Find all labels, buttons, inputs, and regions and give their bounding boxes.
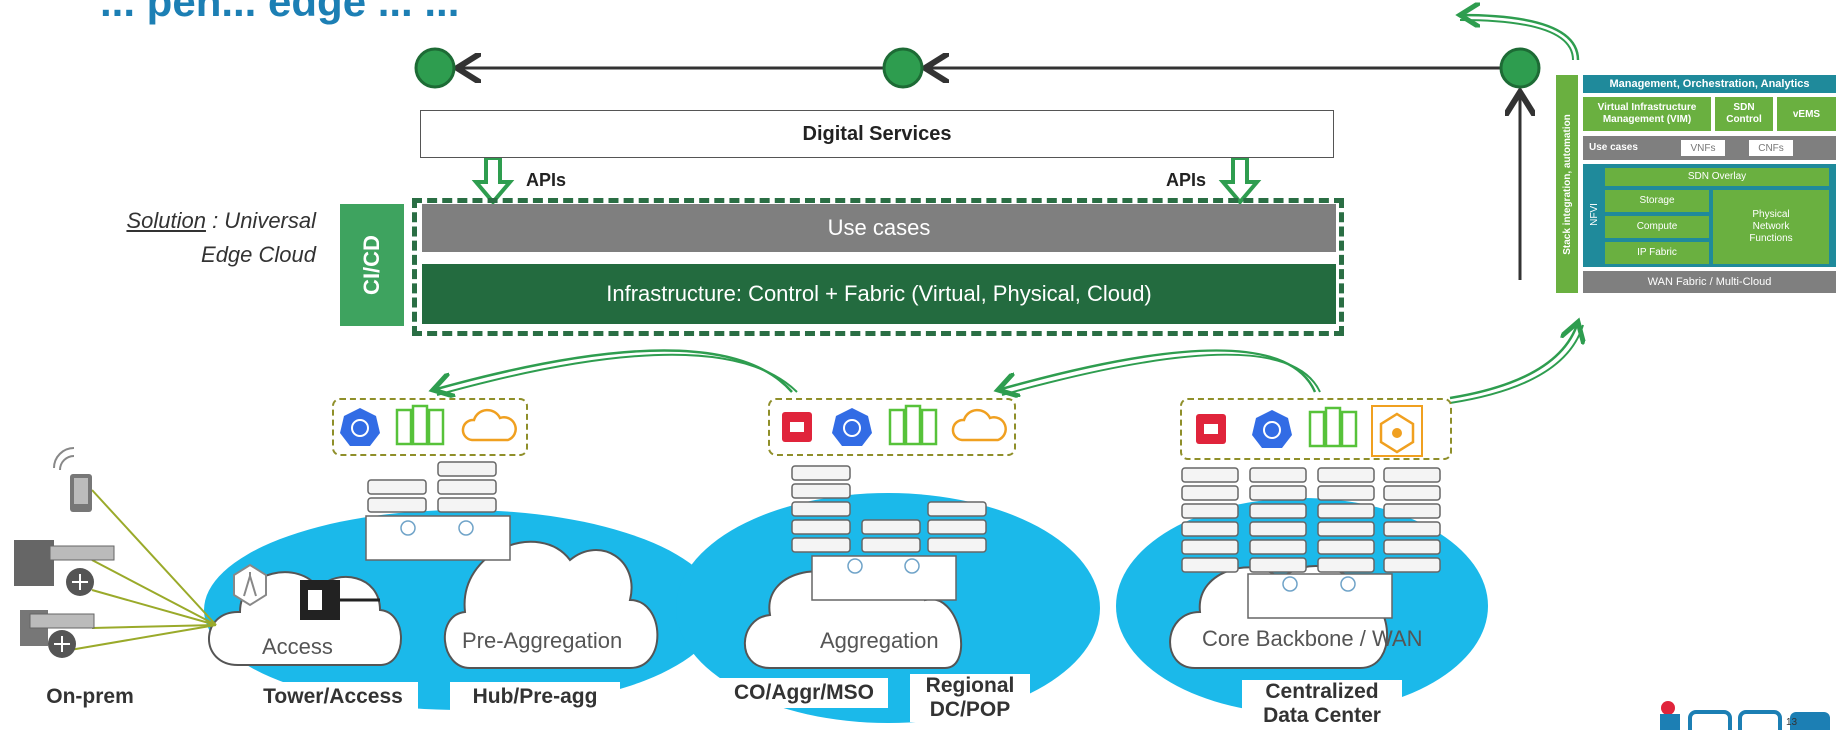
building-icon (20, 610, 95, 658)
building-icon (14, 540, 115, 596)
kubernetes-icon (340, 408, 380, 446)
sdn-overlay-box: SDN Overlay (1605, 168, 1829, 186)
use-cases-bar: Use cases (422, 204, 1336, 252)
corner-logo-icon (1660, 701, 1830, 730)
flow-node-right (1499, 47, 1541, 89)
switch-icon (791, 465, 987, 601)
flow-node-left (414, 47, 456, 89)
regional-label-line2: DC/POP (929, 698, 1011, 721)
cicd-bar: CI/CD (340, 204, 404, 326)
solution-line2: Edge Cloud (201, 242, 316, 267)
regional-label-line1: Regional (925, 674, 1015, 697)
mgmt-bar: Management, Orchestration, Analytics (1583, 75, 1836, 93)
storage-box: Storage (1605, 190, 1709, 212)
router-icon (400, 520, 474, 536)
centralized-label-line1: Centralized (1265, 680, 1379, 703)
stack-integration-label: Stack integration, automation (1561, 113, 1573, 255)
pnf-line2: Network (1752, 221, 1790, 232)
sdn-line1: SDN (1733, 102, 1755, 113)
centralized-label: Centralized Data Center (1242, 680, 1402, 728)
page-title: ... pen... edge ... ... (100, 0, 460, 25)
page-number: 13 (1786, 717, 1798, 728)
switch-icon (365, 461, 511, 561)
co-label: CO/Aggr/MSO (720, 678, 888, 708)
pre-aggregation-cloud (443, 540, 659, 669)
vems-box: vEMS (1777, 97, 1836, 131)
pre-aggregation-label: Pre-Aggregation (462, 628, 623, 653)
pnf-line1: Physical (1752, 209, 1790, 220)
nfv-stack-panel: Stack integration, automation Management… (1556, 75, 1836, 293)
phone-icon (53, 447, 92, 512)
router-icon (847, 558, 920, 574)
panel-use-cases-bar: Use cases VNFs CNFs (1583, 136, 1836, 160)
kubernetes-icon (832, 408, 872, 446)
switch-icon (1181, 467, 1441, 619)
tier-icons-aggregation (768, 398, 1016, 456)
kubernetes-icon (1252, 410, 1292, 448)
on-prem-label: On-prem (46, 685, 134, 708)
server-icon (1308, 406, 1358, 448)
pnf-line3: Functions (1749, 233, 1793, 244)
stack-integration-bar: Stack integration, automation (1556, 75, 1578, 293)
server-icon (395, 404, 445, 446)
vnfs-chip: VNFs (1681, 140, 1725, 156)
api-label-left: APIs (526, 170, 567, 190)
wan-fabric-bar: WAN Fabric / Multi-Cloud (1583, 271, 1836, 293)
aggregation-label: Aggregation (820, 628, 939, 653)
cloud-icon (951, 408, 1007, 442)
tier-icons-access (332, 398, 528, 456)
ip-fabric-box: IP Fabric (1605, 242, 1709, 264)
nfvi-label: NFVI (1588, 202, 1600, 226)
router-icon (1282, 576, 1356, 592)
sdn-line2: Control (1726, 114, 1762, 125)
network-hub-icon (1371, 405, 1423, 457)
nfvi-block: NFVI SDN Overlay Storage Compute IP Fabr… (1583, 164, 1836, 267)
digital-services-box: Digital Services (420, 110, 1334, 158)
access-label: Access (262, 634, 333, 659)
solution-rest: : Universal (212, 208, 316, 233)
antenna-icon (233, 563, 267, 607)
nfvi-label-wrap: NFVI (1587, 194, 1601, 234)
fiber-connector-icon (300, 580, 380, 620)
cnfs-chip: CNFs (1749, 140, 1793, 156)
centralized-label-line2: Data Center (1263, 704, 1381, 727)
tier-icons-core (1180, 398, 1452, 460)
solution-prefix: Solution (126, 208, 206, 233)
infrastructure-bar: Infrastructure: Control + Fabric (Virtua… (422, 264, 1336, 324)
flow-node-middle (882, 47, 924, 89)
vim-line2: Management (VIM) (1602, 114, 1692, 125)
vim-line1: Virtual Infrastructure (1597, 102, 1697, 113)
stack-dashed-frame (412, 198, 1344, 336)
openstack-icon (1196, 414, 1226, 444)
openstack-icon (782, 412, 812, 442)
compute-box: Compute (1605, 216, 1709, 238)
server-icon (888, 404, 938, 446)
solution-text: Solution : Universal Edge Cloud (60, 204, 316, 272)
panel-use-cases-label: Use cases (1589, 142, 1638, 153)
hub-label: Hub/Pre-agg (450, 682, 620, 712)
regional-label: Regional DC/POP (910, 674, 1030, 722)
api-label-right: APIs (1166, 170, 1207, 190)
tower-label: Tower/Access (248, 682, 418, 712)
cloud-icon (461, 408, 517, 442)
core-label: Core Backbone / WAN (1202, 626, 1423, 651)
